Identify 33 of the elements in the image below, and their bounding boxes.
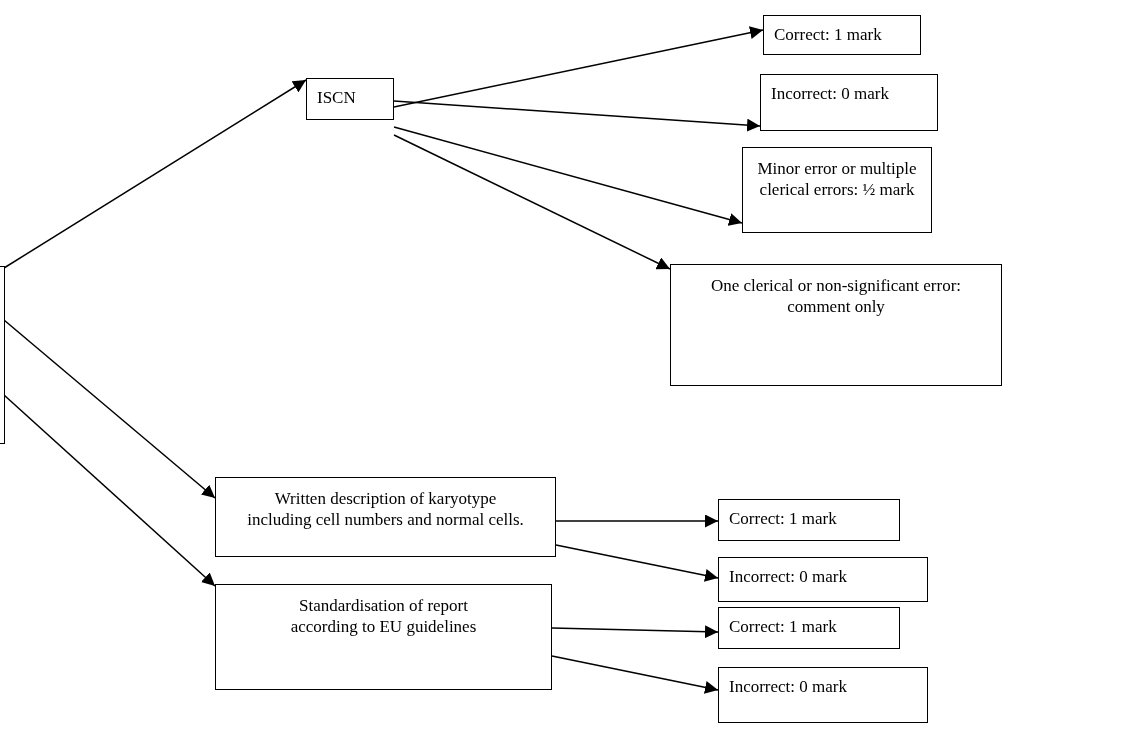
arrow (3, 79, 307, 269)
node-text: Correct: 1 mark (774, 24, 882, 46)
text-box (760, 74, 938, 131)
arrow (3, 394, 216, 587)
text-box (718, 499, 900, 541)
text-box (215, 584, 552, 690)
arrow (393, 26, 764, 108)
text-box (718, 667, 928, 723)
text-box (306, 78, 394, 120)
text-box (215, 477, 556, 557)
arrow (393, 100, 761, 132)
text-box (742, 147, 932, 233)
arrow (393, 134, 671, 270)
node-text: Correct: 1 mark (729, 508, 837, 530)
node-text: Incorrect: 0 mark (771, 83, 889, 105)
node-text: ISCN (317, 87, 356, 109)
text-box (718, 607, 900, 649)
node-text: Minor error or multiple clerical errors: ½ mark (756, 158, 918, 201)
node-text: Correct: 1 mark (729, 616, 837, 638)
node-text: One clerical or non-significant error: comment only (709, 275, 963, 318)
arrow (551, 655, 719, 694)
arrow (555, 514, 719, 528)
arrow (393, 126, 743, 226)
text-box (718, 557, 928, 602)
text-box (670, 264, 1002, 386)
node-text: Written description of karyotype including cell numbers and normal cells. (246, 488, 525, 531)
arrow (3, 319, 216, 499)
arrow (551, 625, 719, 639)
node-text: Incorrect: 0 mark (729, 566, 847, 588)
node-text: Standardisation of report according to EU guidelines (289, 595, 478, 638)
text-box (763, 15, 921, 55)
arrow (555, 544, 719, 582)
node-text: Incorrect: 0 mark (729, 676, 847, 698)
